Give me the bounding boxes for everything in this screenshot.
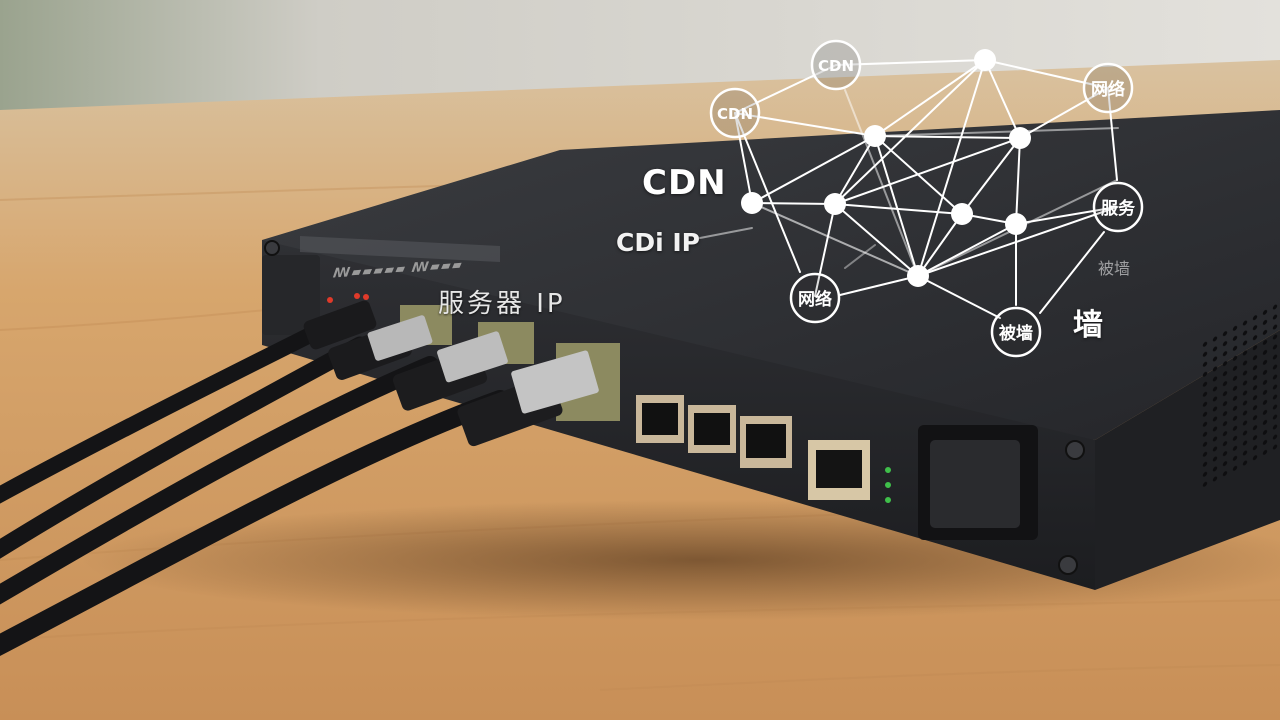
status-leds — [327, 293, 891, 503]
port — [688, 405, 736, 453]
node-label-wangluo-top: 网络 — [1091, 79, 1125, 100]
port — [636, 395, 684, 443]
node-label-fuwu: 服务 — [1101, 198, 1136, 219]
network-node-labels: CDN CDN 网络 服务 网络 被墙 — [717, 57, 1136, 344]
qiang-text: 墙 — [1073, 308, 1103, 343]
network-nodes — [741, 49, 1031, 287]
port — [740, 416, 792, 468]
network-node — [1009, 127, 1031, 149]
labeled-node-cdn-left — [709, 87, 761, 139]
network-node — [951, 203, 973, 225]
network-graph: CDN CDN 网络 服务 网络 被墙 — [699, 39, 1144, 358]
server-ip-text: 服务器 IP — [438, 289, 566, 319]
node-label-cdn-top: CDN — [818, 57, 854, 75]
port — [808, 440, 870, 500]
power-switch — [918, 425, 1038, 540]
network-edges — [699, 59, 1119, 319]
node-label-beiqiang: 被墙 — [999, 323, 1033, 344]
network-node — [907, 265, 929, 287]
cable-plugs — [303, 300, 599, 447]
network-node — [741, 192, 763, 214]
ethernet-cables — [0, 312, 510, 657]
network-node — [974, 49, 996, 71]
cdn-ip-text: CDі IP — [616, 228, 700, 257]
labeled-node-beiqiang — [990, 306, 1042, 358]
labeled-node-wangluo-top — [1082, 62, 1134, 114]
node-label-cdn-left: CDN — [717, 105, 753, 123]
labeled-node-cdn-top — [810, 39, 862, 91]
labeled-node-wangluo-bottom — [789, 272, 841, 324]
node-label-wangluo-bottom: 网络 — [798, 289, 832, 310]
cdn-title-text: CDN — [642, 163, 727, 203]
network-node — [864, 125, 886, 147]
network-node — [1005, 213, 1027, 235]
network-labeled-nodes — [709, 39, 1144, 358]
network-node — [824, 193, 846, 215]
beiqiang-faint-text: 被墙 — [1098, 259, 1131, 278]
labeled-node-fuwu — [1092, 181, 1144, 233]
